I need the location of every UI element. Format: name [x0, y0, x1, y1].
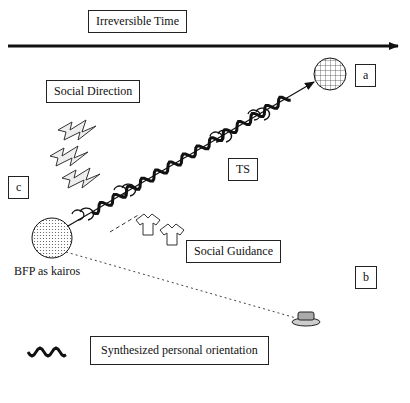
- label-box: Social Direction: [46, 80, 140, 103]
- label-box: a: [355, 64, 376, 87]
- orientation-wave: [92, 97, 291, 213]
- hooks: [72, 108, 270, 220]
- label-box: Irreversible Time: [88, 10, 187, 33]
- box-text: b: [363, 270, 369, 284]
- box-text: Social Direction: [54, 84, 132, 98]
- time-arrow: [8, 45, 398, 48]
- label-box: c: [8, 176, 29, 199]
- note-label: BFP as kairos: [12, 264, 82, 279]
- legend-wave: [28, 348, 66, 356]
- lightning: [50, 120, 100, 188]
- box-text: a: [363, 68, 368, 82]
- globe: [314, 58, 346, 90]
- label-box: TS: [228, 158, 258, 181]
- legend-text: Synthesized personal orientation: [101, 343, 258, 357]
- direction-arrow: [68, 82, 314, 226]
- label-box: b: [355, 266, 377, 289]
- box-text: c: [16, 180, 21, 194]
- guidance-dash: [110, 214, 140, 232]
- guidance-shirts: [136, 214, 184, 245]
- label-box: Social Guidance: [186, 240, 281, 263]
- device-b: [292, 312, 320, 326]
- box-text: Irreversible Time: [96, 14, 179, 28]
- box-text: TS: [236, 162, 250, 176]
- box-text: Social Guidance: [194, 244, 273, 258]
- legend-box: Synthesized personal orientation: [90, 336, 269, 365]
